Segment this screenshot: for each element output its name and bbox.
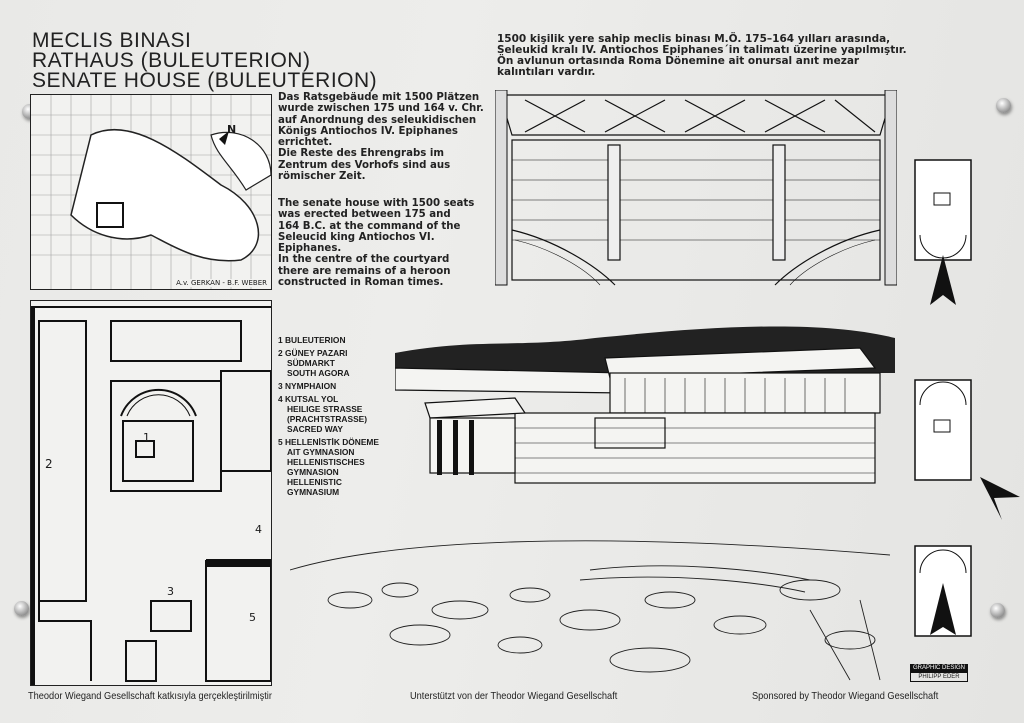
orientation-plan-2 (914, 379, 1020, 520)
ruins-sketch (290, 540, 891, 681)
text-line: The senate house with 1500 seats (278, 198, 475, 209)
text-line: Zentrum des Vorhofs sind aus (278, 159, 451, 171)
view-arrow-icon (930, 255, 956, 305)
orientation-plan-1 (914, 159, 972, 305)
north-arrow-icon (219, 131, 229, 145)
title-german: RATHAUS (BULEUTERION) (32, 49, 311, 72)
text-line: errichtet. (278, 137, 333, 149)
text-line: In the centre of the courtyard (278, 254, 450, 266)
text-line: 164 B.C. at the command of the (278, 220, 461, 232)
text-line: kalıntıları vardır. (497, 66, 596, 78)
text-line: there are remains of a heroon (278, 265, 451, 277)
city-map-drawing (31, 95, 271, 289)
reconstruction-drawing (395, 326, 895, 484)
german-description: Das Ratsgebäude mit 1500 Plätzen wurde z… (278, 92, 484, 182)
site-plan-drawing (31, 306, 271, 685)
plan-number-1: 1 (143, 431, 150, 444)
title-turkish: MECLIS BINASI (32, 29, 192, 52)
legend-item: 1 BULEUTERION (278, 335, 346, 345)
text-line: Ön avlunun ortasında Roma Dönemine ait o… (497, 55, 860, 67)
design-credit-badge: GRAPHIC DESIGN PHILIPP EDER (910, 664, 968, 682)
text-line: constructed in Roman times. (278, 277, 444, 289)
screw (996, 98, 1011, 113)
badge-line: GRAPHIC DESIGN (910, 664, 968, 672)
text-line: wurde zwischen 175 und 164 v. Chr. (278, 103, 484, 115)
text-line: 1500 kişilik yere sahip meclis binası M.… (497, 33, 891, 45)
map-credit: A.v. GERKAN - B.F. WEBER (176, 279, 267, 287)
text-line: Seleucid king Antiochos VI. (278, 231, 435, 243)
english-description: The senate house with 1500 seats was ere… (278, 198, 474, 288)
text-line: Seleukid kralı IV. Antiochos Epiphanes´i… (497, 44, 907, 56)
view-arrow-icon (980, 477, 1020, 520)
view-arrow-icon (930, 583, 956, 635)
text-line: Das Ratsgebäude mit 1500 Plätzen (278, 92, 480, 103)
turkish-description: 1500 kişilik yere sahip meclis binası M.… (497, 34, 907, 78)
text-line: Epiphanes. (278, 243, 342, 255)
plan-number-3: 3 (167, 585, 174, 598)
text-line: Die Reste des Ehrengrabs im (278, 148, 444, 160)
title-english: SENATE HOUSE (BULEUTERION) (32, 69, 378, 92)
plan-number-4: 4 (255, 523, 262, 536)
text-line: auf Anordnung des seleukidischen (278, 114, 477, 126)
interior-section-drawing (495, 90, 897, 286)
plan-number-5: 5 (249, 611, 256, 624)
site-plan: 1 2 3 4 5 (30, 300, 272, 686)
orientation-plan-3 (914, 545, 972, 637)
text-line: Königs Antiochos IV. Epiphanes (278, 125, 458, 137)
screw (14, 601, 29, 616)
city-map: N A.v. GERKAN - B.F. WEBER (30, 94, 272, 290)
north-label: N (227, 123, 237, 136)
plan-number-2: 2 (45, 457, 53, 471)
legend-item: 3 NYMPHAION (278, 381, 337, 391)
footer-german: Unterstützt von der Theodor Wiegand Gese… (410, 690, 618, 702)
footer-english: Sponsored by Theodor Wiegand Gesellschaf… (752, 690, 939, 702)
screw (990, 603, 1005, 618)
footer-turkish: Theodor Wiegand Gesellschaft katkısıyla … (28, 690, 272, 702)
badge-line: PHILIPP EDER (910, 672, 968, 682)
text-line: was erected between 175 and (278, 209, 451, 221)
text-line: römischer Zeit. (278, 171, 366, 183)
